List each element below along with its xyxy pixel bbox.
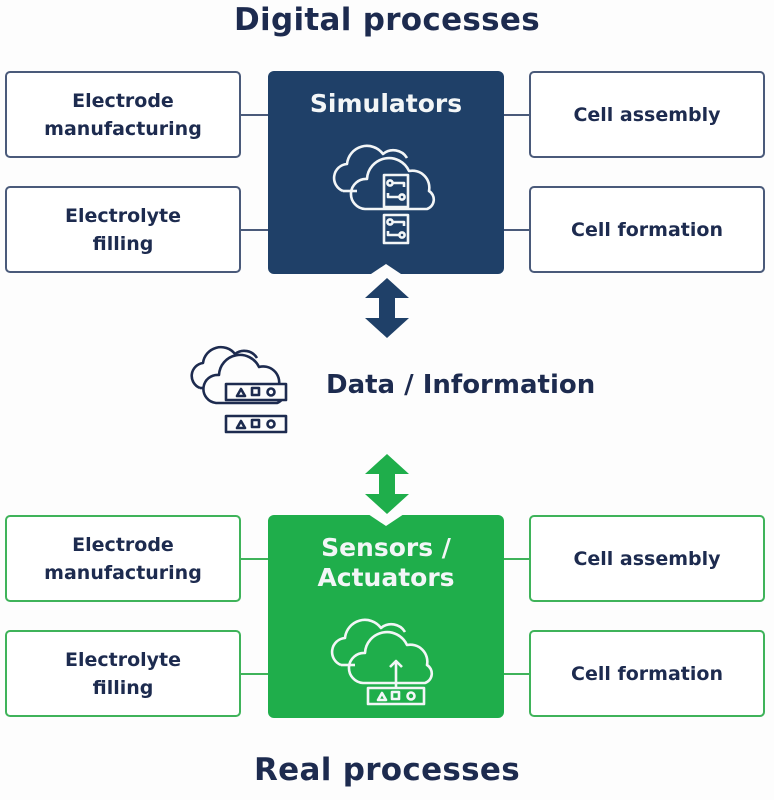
- sensors-actuators-box: Sensors / Actuators: [268, 514, 504, 718]
- real-electrode-manufacturing-box: Electrode manufacturing: [5, 515, 241, 602]
- digital-cell-assembly-box: Cell assembly: [529, 71, 765, 158]
- bidirectional-arrow-icon: [365, 454, 409, 514]
- data-information-label: Data / Information: [326, 370, 596, 400]
- connector-line: [241, 114, 269, 116]
- connector-line: [241, 229, 269, 231]
- connector-line: [503, 114, 531, 116]
- simulators-box: Simulators: [268, 71, 504, 276]
- digital-electrolyte-filling-box: Electrolyte filling: [5, 186, 241, 273]
- cloud-upload-icon: [330, 618, 434, 706]
- digital-processes-title: Digital processes: [234, 2, 540, 38]
- connector-line: [241, 673, 269, 675]
- digital-electrode-manufacturing-box: Electrode manufacturing: [5, 71, 241, 158]
- notch-icon: [368, 514, 404, 526]
- connector-line: [503, 229, 531, 231]
- real-processes-title: Real processes: [254, 752, 520, 788]
- digital-cell-formation-box: Cell formation: [529, 186, 765, 273]
- real-electrolyte-filling-box: Electrolyte filling: [5, 630, 241, 717]
- real-cell-formation-box: Cell formation: [529, 630, 765, 717]
- simulators-label: Simulators: [309, 89, 463, 118]
- connector-line: [503, 673, 531, 675]
- real-cell-assembly-box: Cell assembly: [529, 515, 765, 602]
- sensors-actuators-label: Sensors / Actuators: [317, 533, 455, 592]
- connector-line: [503, 558, 531, 560]
- cloud-data-icon: [190, 345, 288, 434]
- bidirectional-arrow-icon: [365, 278, 409, 338]
- connector-line: [241, 558, 269, 560]
- notch-icon: [368, 264, 404, 276]
- cloud-server-icon: [332, 144, 436, 245]
